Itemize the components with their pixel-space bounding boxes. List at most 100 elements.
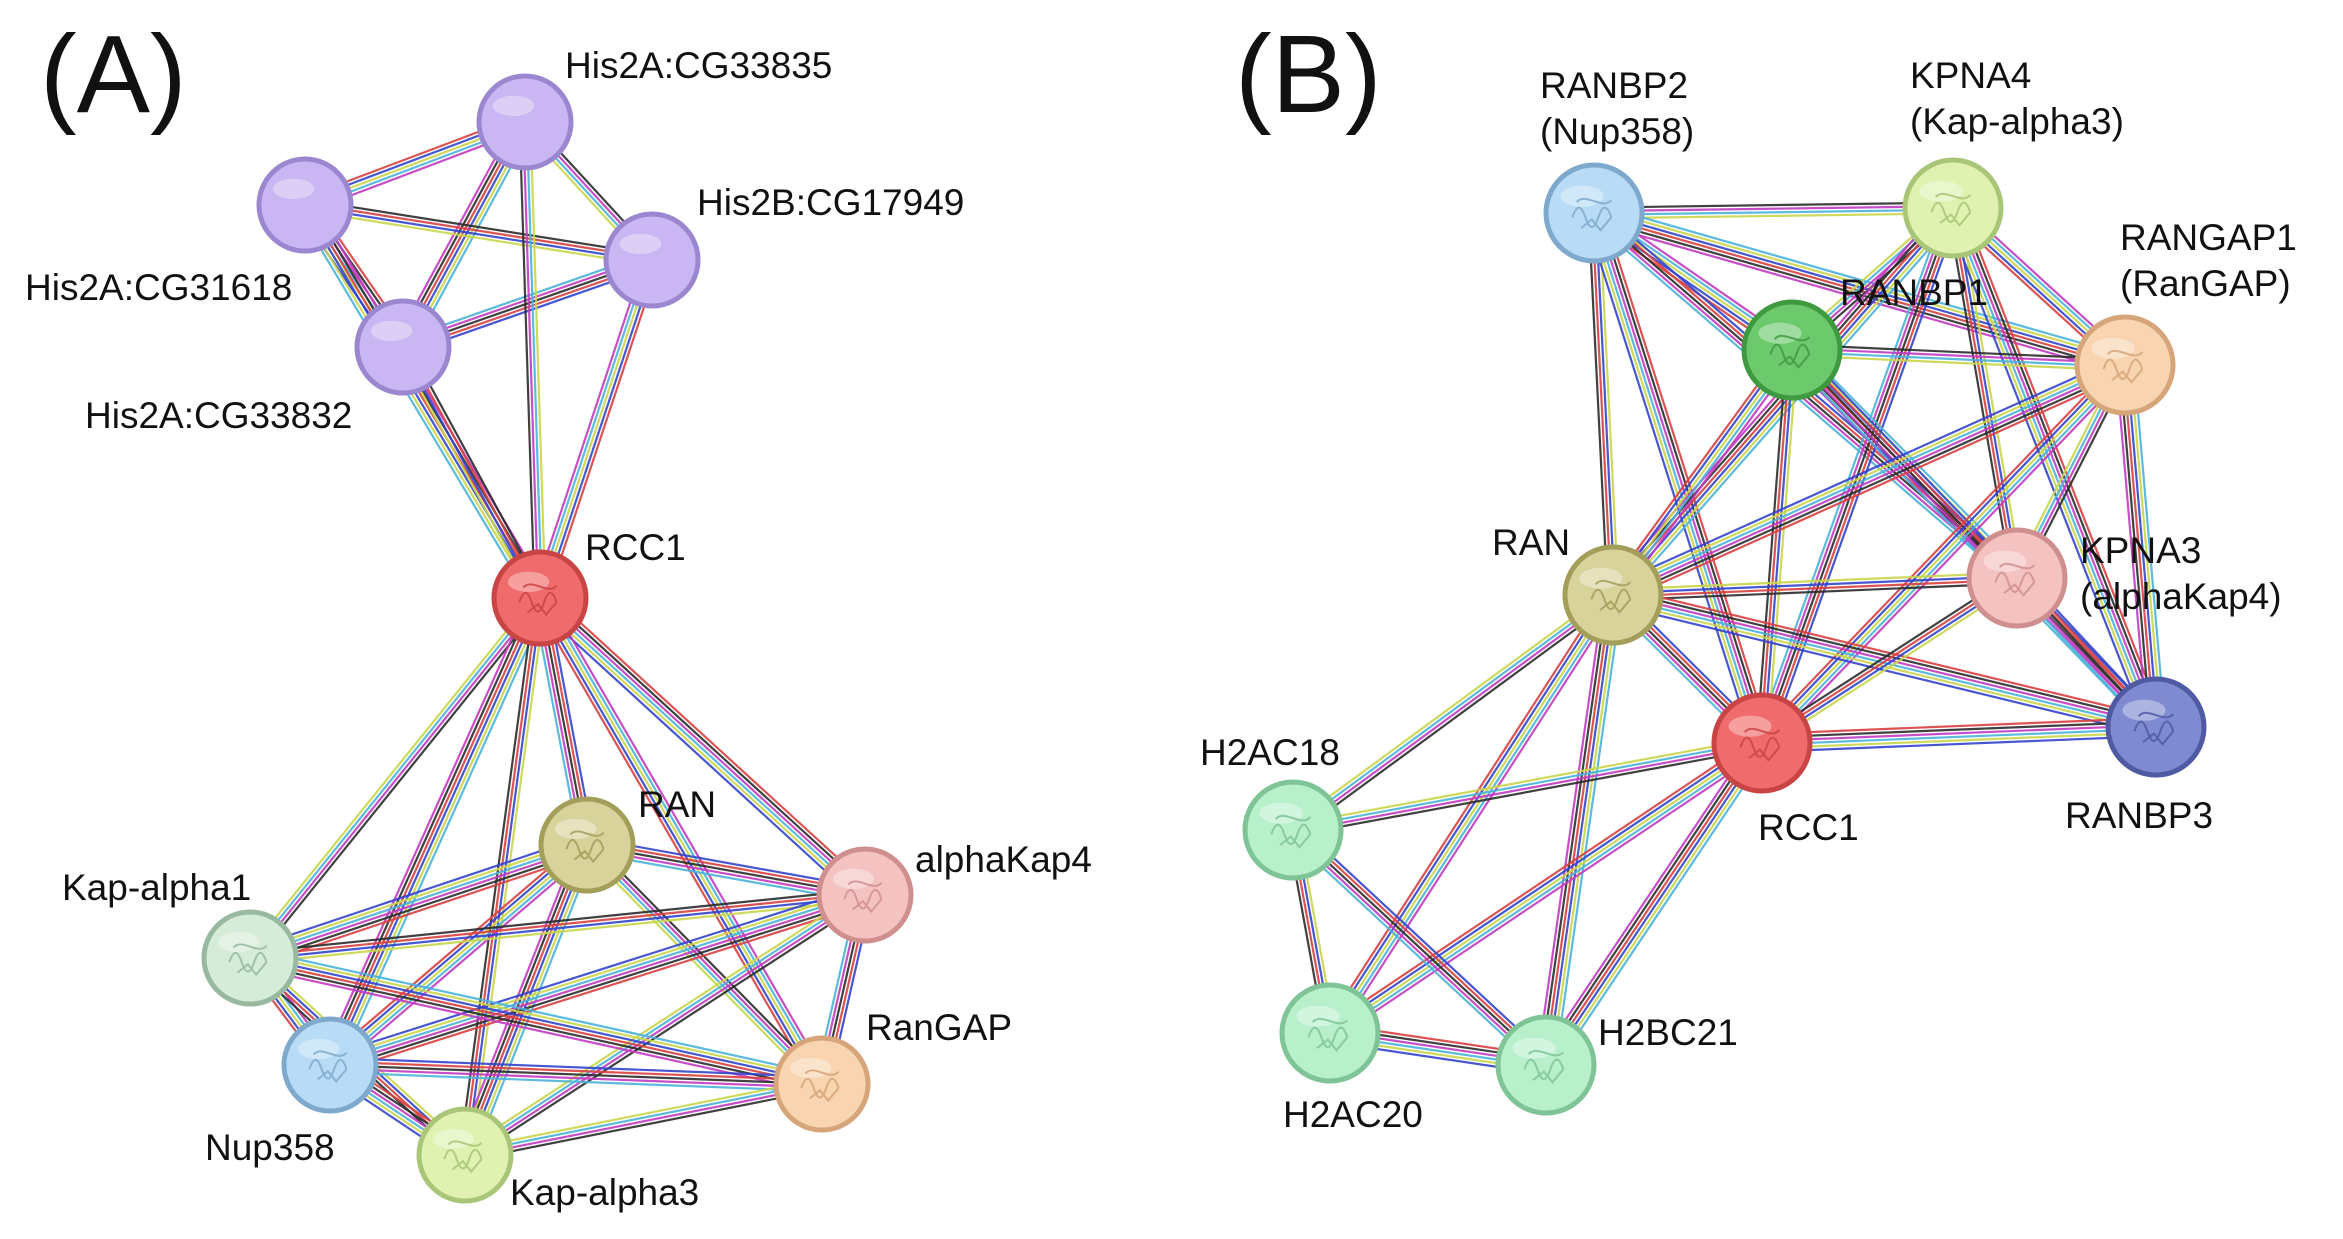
node-ranbp3[interactable]: RANBP3 [2065, 676, 2213, 836]
node-label: RAN [638, 784, 716, 825]
edge-strand [535, 258, 650, 598]
panel-b: (B) RANBP2(Nup358)KPNA4(Kap-alpha3)RANBP… [1200, 13, 2297, 1135]
node-kpna4[interactable]: KPNA4(Kap-alpha3) [1902, 55, 2124, 259]
edge-strand [1946, 208, 2013, 580]
node-circle [256, 156, 354, 254]
node-rcc1[interactable]: RCC1 [491, 527, 686, 647]
node-circle [1562, 544, 1664, 646]
edge-strand [329, 1063, 823, 1086]
node-circle [603, 211, 701, 309]
node-highlight [432, 1128, 475, 1150]
edge-strand [1329, 594, 1614, 1034]
edge-strand [1584, 215, 1755, 747]
edge-strand [1293, 595, 1615, 833]
edge-strand [1759, 349, 1792, 743]
edge-rangap1-rcc1 [1756, 359, 2131, 749]
edge-strand [252, 852, 591, 968]
node-label: RANBP1 [1840, 272, 1988, 313]
node-ranbp1[interactable]: RANBP1 [1741, 272, 1988, 401]
node-his2a-cg33835[interactable]: His2A:CG33835 [476, 45, 832, 171]
node-h2ac20[interactable]: H2AC20 [1279, 982, 1423, 1135]
node-highlight [1296, 1005, 1340, 1027]
node-kpna3[interactable]: KPNA3(alphaKap4) [1966, 527, 2282, 629]
edge-strand [326, 841, 586, 1064]
node-highlight [272, 178, 315, 200]
node-rcc1[interactable]: RCC1 [1711, 692, 1859, 848]
edge-strand [461, 889, 863, 1152]
node-highlight [507, 571, 550, 593]
node-label-line: RANBP1 [1840, 272, 1988, 313]
edge-strand [1293, 743, 1763, 833]
node-h2ac18[interactable]: H2AC18 [1200, 732, 1344, 881]
edge-strand [332, 902, 869, 1075]
edge-strand [465, 1088, 824, 1162]
edge-strand [1792, 343, 2126, 361]
edge-rcc1-h2bc21 [1537, 737, 1771, 1071]
edge-strand [248, 962, 822, 1091]
node-label: Kap-alpha3 [510, 1172, 699, 1213]
edge-strand [590, 840, 827, 1081]
node-label-line: RAN [638, 784, 716, 825]
edge-strand [253, 600, 546, 963]
edge-strand [465, 895, 867, 1158]
node-circle [816, 846, 914, 944]
edge-strand [329, 844, 588, 1066]
edge-strand [1593, 213, 2125, 368]
node-rangap[interactable]: RanGAP [773, 1007, 1012, 1133]
protein-structure-icon [1523, 1049, 1565, 1084]
edge-strand [1537, 737, 1756, 1061]
edge-strand [333, 849, 593, 1072]
edge-strand [1591, 213, 1762, 744]
edge-strand [1613, 578, 2018, 598]
node-ran[interactable]: RAN [538, 784, 716, 894]
node-label: Nup358 [205, 1127, 335, 1168]
node-nup358[interactable]: Nup358 [205, 1016, 379, 1168]
node-label-line: KPNA3 [2080, 530, 2201, 571]
edge-strand [1593, 201, 1953, 209]
edge-strand [1612, 575, 2017, 595]
node-circle [201, 909, 299, 1007]
node-label-line: (Kap-alpha3) [1910, 101, 2124, 142]
edge-strand [1792, 347, 2126, 365]
edge-rcc1-his2b-cg17949 [532, 257, 660, 601]
node-circle [538, 796, 636, 894]
node-rangap1[interactable]: RANGAP1(RanGAP) [2074, 217, 2297, 416]
edge-kap-alpha1-rangap [247, 948, 825, 1094]
node-ranbp2[interactable]: RANBP2(Nup358) [1540, 65, 1694, 264]
node-his2a-cg31618[interactable]: His2A:CG31618 [25, 156, 354, 308]
edge-strand [465, 598, 543, 1156]
node-label: H2AC20 [1283, 1094, 1423, 1135]
node-kap-alpha3[interactable]: Kap-alpha3 [416, 1106, 699, 1213]
edge-strand [535, 601, 863, 900]
edge-strand [331, 899, 867, 1072]
edge-strand [467, 898, 869, 1161]
protein-structure-icon [1769, 334, 1811, 369]
edge-strand [1757, 206, 1951, 743]
edge-ran-kpna3 [1612, 571, 2018, 602]
node-label: KPNA4(Kap-alpha3) [1910, 55, 2124, 142]
edge-strand [246, 835, 585, 951]
node-h2bc21[interactable]: H2BC21 [1495, 1012, 1738, 1116]
node-his2b-cg17949[interactable]: His2B:CG17949 [603, 182, 964, 309]
node-label: Kap-alpha1 [62, 867, 251, 908]
node-his2a-cg33832[interactable]: His2A:CG33832 [85, 298, 452, 436]
edge-strand [1762, 727, 2157, 746]
node-label: H2BC21 [1598, 1012, 1738, 1053]
node-highlight [619, 233, 662, 255]
node-alphakap4[interactable]: alphaKap4 [816, 839, 1092, 944]
edge-strand [328, 888, 864, 1061]
node-label: KPNA3(alphaKap4) [2080, 530, 2282, 617]
node-kap-alpha1[interactable]: Kap-alpha1 [62, 867, 299, 1007]
edge-rcc1-h2ac20 [1325, 736, 1767, 1040]
node-label: His2A:CG33832 [85, 395, 352, 436]
edge-strand [2132, 364, 2167, 727]
edge-strand [1754, 205, 1948, 741]
edge-strand [1595, 206, 2127, 361]
node-ran[interactable]: RAN [1492, 522, 1664, 646]
node-label-line: Nup358 [205, 1127, 335, 1168]
edge-strand [1960, 204, 2166, 725]
edge-nup358-rangap [329, 1056, 823, 1093]
edge-strand [1613, 592, 2157, 727]
edge-strand [1329, 742, 1763, 1034]
